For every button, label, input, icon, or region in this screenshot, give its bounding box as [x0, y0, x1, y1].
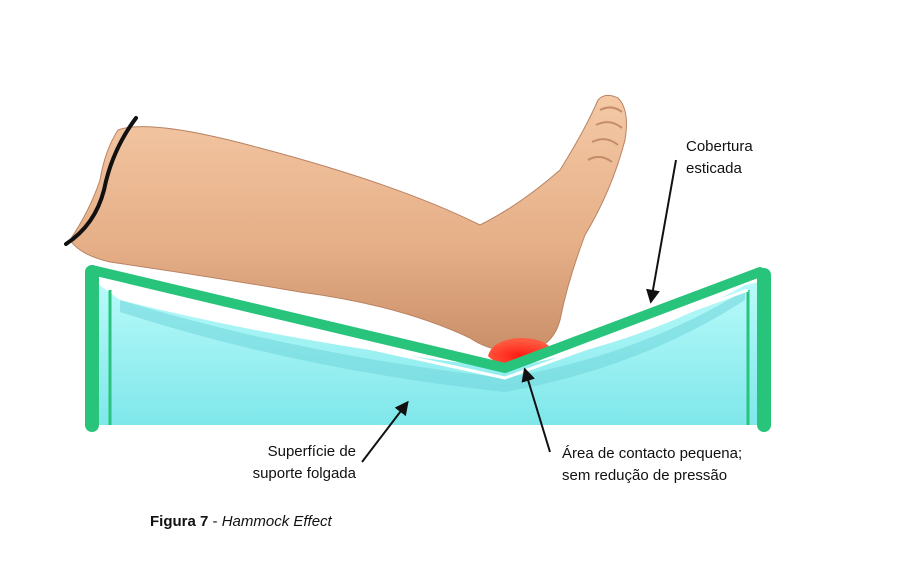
support-surface — [95, 282, 760, 425]
label-tight-cover-line1: Cobertura — [686, 138, 753, 155]
toes — [587, 106, 623, 163]
label-tight-cover-line2: esticada — [686, 160, 742, 177]
pant-cuff — [64, 116, 138, 246]
figure-title: Hammock Effect — [221, 513, 332, 530]
label-tight-cover: Cobertura esticada — [686, 136, 753, 180]
label-contact-area: Área de contacto pequena; sem redução de… — [562, 443, 742, 487]
container-frame — [85, 265, 771, 432]
tight-cover-inner — [111, 288, 749, 380]
leg-foot — [69, 94, 627, 353]
label-contact-area-line2: sem redução de pressão — [562, 467, 728, 484]
figure-caption: Figura 7 - Hammock Effect — [150, 513, 332, 530]
caption-separator: - — [208, 513, 222, 530]
arrow-tight-cover — [646, 159, 677, 304]
label-loose-surface-line1: Superfície de — [267, 443, 356, 460]
arrow-loose-surface — [361, 400, 409, 463]
label-contact-area-line1: Área de contacto pequena; — [562, 445, 743, 462]
container-frame-inner — [108, 290, 750, 425]
arrow-contact-area — [521, 367, 551, 453]
label-loose-surface-line2: suporte folgada — [252, 465, 356, 482]
support-surface-shadow — [120, 290, 745, 392]
figure-number: Figura 7 — [150, 513, 209, 530]
tight-cover — [87, 265, 765, 373]
label-loose-surface: Superfície de suporte folgada — [200, 441, 356, 485]
